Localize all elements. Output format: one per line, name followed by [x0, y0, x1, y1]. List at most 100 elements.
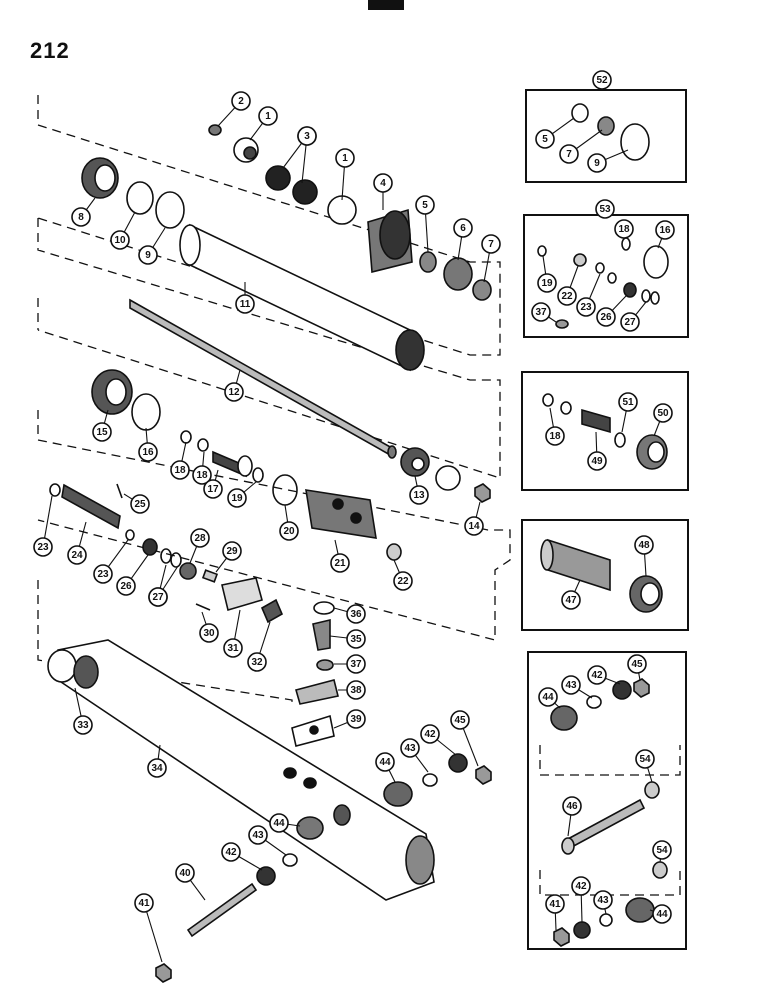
callout-number: 13 [413, 490, 425, 501]
callout-18: 18 [545, 426, 565, 446]
bushing-3b [292, 179, 318, 205]
callout-46: 46 [562, 796, 582, 816]
callout-39: 39 [346, 709, 366, 729]
ring-23b [125, 529, 135, 541]
fitting-35 [312, 618, 331, 651]
callout-53: 53 [595, 199, 615, 219]
callout-number: 2 [238, 96, 244, 107]
callout-44: 44 [652, 904, 672, 924]
callout-42: 42 [221, 842, 241, 862]
callout-51: 51 [618, 392, 638, 412]
callout-number: 40 [179, 868, 191, 879]
nut-41 [155, 963, 172, 983]
callout-9: 9 [138, 245, 158, 265]
ring-16 [131, 393, 161, 431]
callout-number: 42 [575, 881, 587, 892]
callout-29: 29 [222, 541, 242, 561]
callout-number: 27 [152, 592, 164, 603]
callout-27: 27 [620, 312, 640, 332]
callout-number: 44 [656, 909, 668, 920]
callout-number: 54 [656, 845, 668, 856]
callout-23: 23 [33, 537, 53, 557]
callout-number: 27 [624, 317, 636, 328]
callout-number: 39 [350, 714, 362, 725]
callout-number: 33 [77, 720, 89, 731]
callout-labels: 2133181094567111215161818171920212213142… [33, 70, 675, 924]
callout-41: 41 [134, 893, 154, 913]
valve-body-21 [305, 489, 377, 539]
callout-number: 47 [565, 595, 577, 606]
callout-35: 35 [346, 629, 366, 649]
callout-number: 9 [594, 158, 600, 169]
callout-18: 18 [614, 219, 634, 239]
callout-7: 7 [481, 234, 501, 254]
callout-number: 26 [120, 581, 132, 592]
callout-43: 43 [561, 675, 581, 695]
callout-8: 8 [71, 207, 91, 227]
plate-38 [295, 679, 339, 705]
callout-44: 44 [375, 752, 395, 772]
seal-42b [256, 866, 276, 886]
callout-number: 11 [240, 299, 251, 310]
callout-19: 19 [227, 488, 247, 508]
callout-13: 13 [409, 485, 429, 505]
callout-number: 23 [97, 569, 109, 580]
callout-number: 18 [196, 470, 208, 481]
callout-36: 36 [346, 604, 366, 624]
valve-spool-17 [212, 450, 253, 478]
pin-30 [195, 603, 211, 611]
callout-number: 22 [561, 291, 573, 302]
callout-45: 45 [450, 710, 470, 730]
callout-number: 23 [580, 302, 592, 313]
boot-44a [383, 781, 413, 807]
callout-number: 3 [304, 131, 310, 142]
callout-number: 35 [350, 634, 362, 645]
callout-16: 16 [655, 220, 675, 240]
callout-number: 44 [542, 692, 554, 703]
callout-24: 24 [67, 545, 87, 565]
ring-7 [472, 279, 492, 301]
callout-6: 6 [453, 218, 473, 238]
ring-5 [419, 251, 437, 273]
washer-43a [422, 773, 438, 787]
callout-number: 26 [600, 312, 612, 323]
ring-19 [252, 467, 264, 483]
nut-45a [475, 765, 492, 785]
callout-52: 52 [592, 70, 612, 90]
seal-42a [448, 753, 468, 773]
spring-32 [260, 598, 284, 624]
callout-23: 23 [576, 297, 596, 317]
callout-41: 41 [545, 894, 565, 914]
callout-number: 48 [638, 540, 650, 551]
callout-number: 7 [488, 239, 494, 250]
callout-31: 31 [223, 638, 243, 658]
ring-20 [272, 474, 298, 506]
callout-37: 37 [531, 302, 551, 322]
callout-number: 8 [78, 212, 84, 223]
callout-38: 38 [346, 680, 366, 700]
callout-number: 44 [273, 818, 285, 829]
seal-28 [179, 562, 197, 580]
callout-47: 47 [561, 590, 581, 610]
callout-1: 1 [335, 148, 355, 168]
washer-1b [327, 195, 357, 225]
callout-28: 28 [190, 528, 210, 548]
callout-number: 37 [350, 659, 362, 670]
callout-15: 15 [92, 422, 112, 442]
callout-54: 54 [635, 749, 655, 769]
callout-number: 29 [226, 546, 238, 557]
pin-25 [116, 483, 123, 499]
callout-number: 50 [657, 408, 669, 419]
callout-number: 17 [207, 484, 219, 495]
callout-number: 42 [591, 670, 603, 681]
callout-number: 14 [468, 521, 480, 532]
callout-number: 5 [542, 134, 548, 145]
cap-15 [91, 369, 133, 415]
callout-30: 30 [199, 623, 219, 643]
callout-34: 34 [147, 758, 167, 778]
stud-40 [186, 882, 258, 938]
callout-number: 4 [380, 178, 386, 189]
callout-number: 52 [596, 75, 608, 86]
callout-17: 17 [203, 479, 223, 499]
spacer-26 [142, 538, 158, 556]
